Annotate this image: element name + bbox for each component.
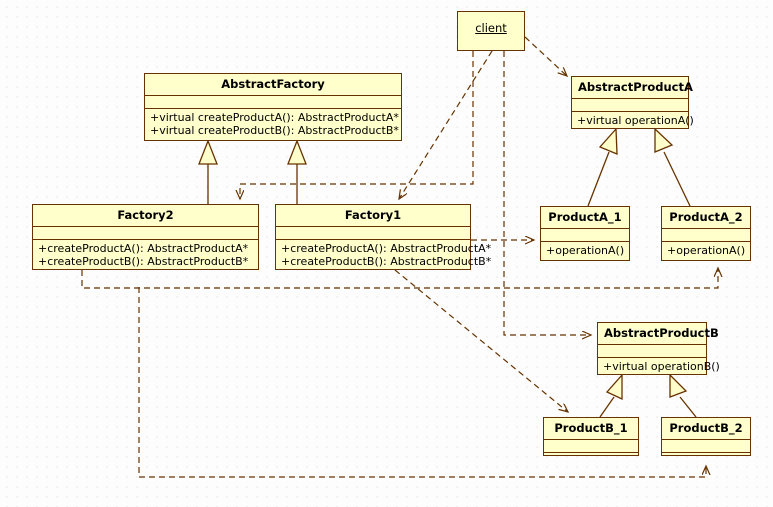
operation-item: +createProductB(): AbstractProductB* xyxy=(281,255,492,268)
operations-compartment-factory2: +createProductA(): AbstractProductA* +cr… xyxy=(33,240,258,271)
attributes-compartment-producta1 xyxy=(541,229,629,241)
compartment-divider xyxy=(598,357,706,358)
attributes-compartment-abstractproductb xyxy=(598,345,706,357)
generalization-producta1-abstractproducta xyxy=(587,127,618,207)
generalization-factory1-abstractfactory xyxy=(287,139,307,204)
operation-item: +createProductA(): AbstractProductA* xyxy=(281,242,492,255)
class-name-factory2: Factory2 xyxy=(117,208,174,222)
class-name-productb1: ProductB_1 xyxy=(554,421,628,435)
attributes-compartment-productb2 xyxy=(662,440,750,452)
dependency-factory2-producta2 xyxy=(81,268,718,289)
operations-compartment-abstractproductb: +virtual operationB() xyxy=(598,358,720,376)
compartment-divider xyxy=(33,226,258,227)
dependency-client-factory1 xyxy=(399,50,493,199)
operation-item: +virtual operationA() xyxy=(577,114,694,127)
compartment-divider xyxy=(276,239,470,240)
operations-compartment-abstractfactory: +virtual createProductA(): AbstractProdu… xyxy=(145,109,401,140)
operation-item: +createProductB(): AbstractProductB* xyxy=(38,255,249,268)
class-name-abstractproductb: AbstractProductB xyxy=(604,326,719,340)
class-name-producta1: ProductA_1 xyxy=(548,210,622,224)
compartment-divider xyxy=(662,228,750,229)
attributes-compartment-factory1 xyxy=(276,227,470,239)
class-box-productb1[interactable]: ProductB_1 xyxy=(543,417,639,456)
attributes-compartment-producta2 xyxy=(662,229,750,241)
generalization-productb2-abstractproductb xyxy=(669,373,697,418)
generalization-productb1-abstractproductb xyxy=(599,373,623,418)
class-name-abstractproducta: AbstractProductA xyxy=(578,80,693,94)
class-box-factory1[interactable]: Factory1 +createProductA(): AbstractProd… xyxy=(275,204,492,271)
class-name-productb2: ProductB_2 xyxy=(669,421,743,435)
operations-compartment-factory1: +createProductA(): AbstractProductA* +cr… xyxy=(276,240,492,271)
class-box-abstractfactory[interactable]: AbstractFactory +virtual createProductA(… xyxy=(144,73,402,141)
operations-compartment-producta2: +operationA() xyxy=(662,242,750,260)
operation-item: +virtual createProductB(): AbstractProdu… xyxy=(150,124,399,137)
compartment-divider xyxy=(145,95,401,96)
attributes-compartment-factory2 xyxy=(33,227,258,239)
compartment-divider xyxy=(541,241,629,242)
compartment-divider xyxy=(662,452,750,453)
class-name-producta2: ProductA_2 xyxy=(669,210,743,224)
class-name-abstractfactory: AbstractFactory xyxy=(221,77,325,91)
attributes-compartment-abstractproducta xyxy=(572,99,688,111)
dependency-client-abstractproducta xyxy=(524,36,567,76)
operations-compartment-abstractproducta: +virtual operationA() xyxy=(572,112,694,130)
class-box-producta2[interactable]: ProductA_2 +operationA() xyxy=(661,206,751,261)
compartment-divider xyxy=(598,344,706,345)
compartment-divider xyxy=(276,226,470,227)
generalization-producta2-abstractproducta xyxy=(654,127,691,207)
class-box-abstractproducta[interactable]: AbstractProductA +virtual operationA() xyxy=(571,76,694,130)
operation-item: +createProductA(): AbstractProductA* xyxy=(38,242,249,255)
compartment-divider xyxy=(544,452,638,453)
attributes-compartment-productb1 xyxy=(544,440,638,452)
operations-compartment-productb2 xyxy=(662,453,750,468)
class-box-client[interactable]: client xyxy=(457,11,525,51)
class-box-factory2[interactable]: Factory2 +createProductA(): AbstractProd… xyxy=(32,204,259,270)
class-box-abstractproductb[interactable]: AbstractProductB +virtual operationB() xyxy=(597,322,720,376)
class-box-productb2[interactable]: ProductB_2 xyxy=(661,417,751,456)
compartment-divider xyxy=(662,439,750,440)
class-box-producta1[interactable]: ProductA_1 +operationA() xyxy=(540,206,630,261)
class-name-client: client xyxy=(475,21,507,35)
attributes-compartment-abstractfactory xyxy=(145,96,401,108)
operations-compartment-producta1: +operationA() xyxy=(541,242,629,260)
compartment-divider xyxy=(145,108,401,109)
compartment-divider xyxy=(544,439,638,440)
operation-item: +virtual operationB() xyxy=(603,360,720,373)
dependency-factory1-productb1 xyxy=(394,269,568,412)
class-name-factory1: Factory1 xyxy=(344,208,402,222)
operations-compartment-productb1 xyxy=(544,453,638,468)
generalization-factory2-abstractfactory xyxy=(198,139,218,204)
operation-item: +operationA() xyxy=(667,244,746,257)
operation-item: +operationA() xyxy=(546,244,625,257)
compartment-divider xyxy=(572,98,688,99)
compartment-divider xyxy=(662,241,750,242)
compartment-divider xyxy=(572,111,688,112)
compartment-divider xyxy=(33,239,258,240)
operation-item: +virtual createProductA(): AbstractProdu… xyxy=(150,111,399,124)
compartment-divider xyxy=(541,228,629,229)
